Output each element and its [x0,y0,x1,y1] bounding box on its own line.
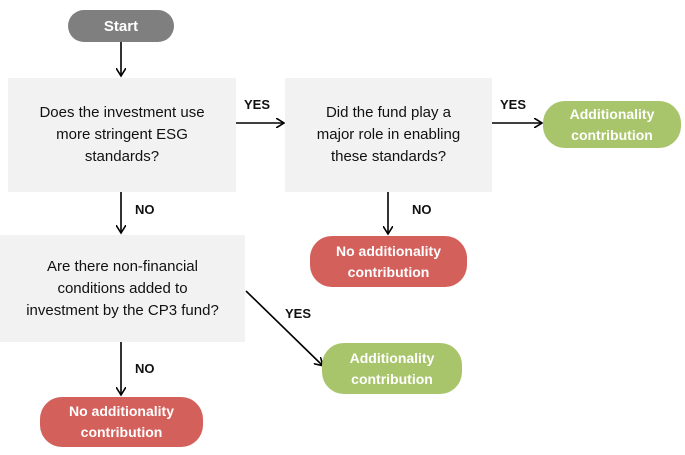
outcome-additionality-middle: Additionality contribution [322,343,462,394]
outcome-additionality-top: Additionality contribution [543,101,681,148]
label-no-q3-outcome: NO [135,361,155,376]
question-non-financial-conditions: Are there non-financial conditions added… [0,235,245,342]
outcome-no-additionality-middle: No additionality contribution [310,236,467,287]
label-yes-q1-q2: YES [244,97,271,112]
label-yes-q3-outcome: YES [285,306,312,321]
outcome-no-additionality-bottom: No additionality contribution [40,397,203,447]
arrow-q3-to-additionality [245,290,322,365]
label-yes-q2-outcome: YES [500,97,527,112]
question-stringent-esg: Does the investment use more stringent E… [8,78,236,192]
question-fund-role: Did the fund play a major role in enabli… [285,78,492,192]
label-no-q2-outcome: NO [412,202,432,217]
label-no-q1-q3: NO [135,202,155,217]
start-node: Start [68,10,174,42]
